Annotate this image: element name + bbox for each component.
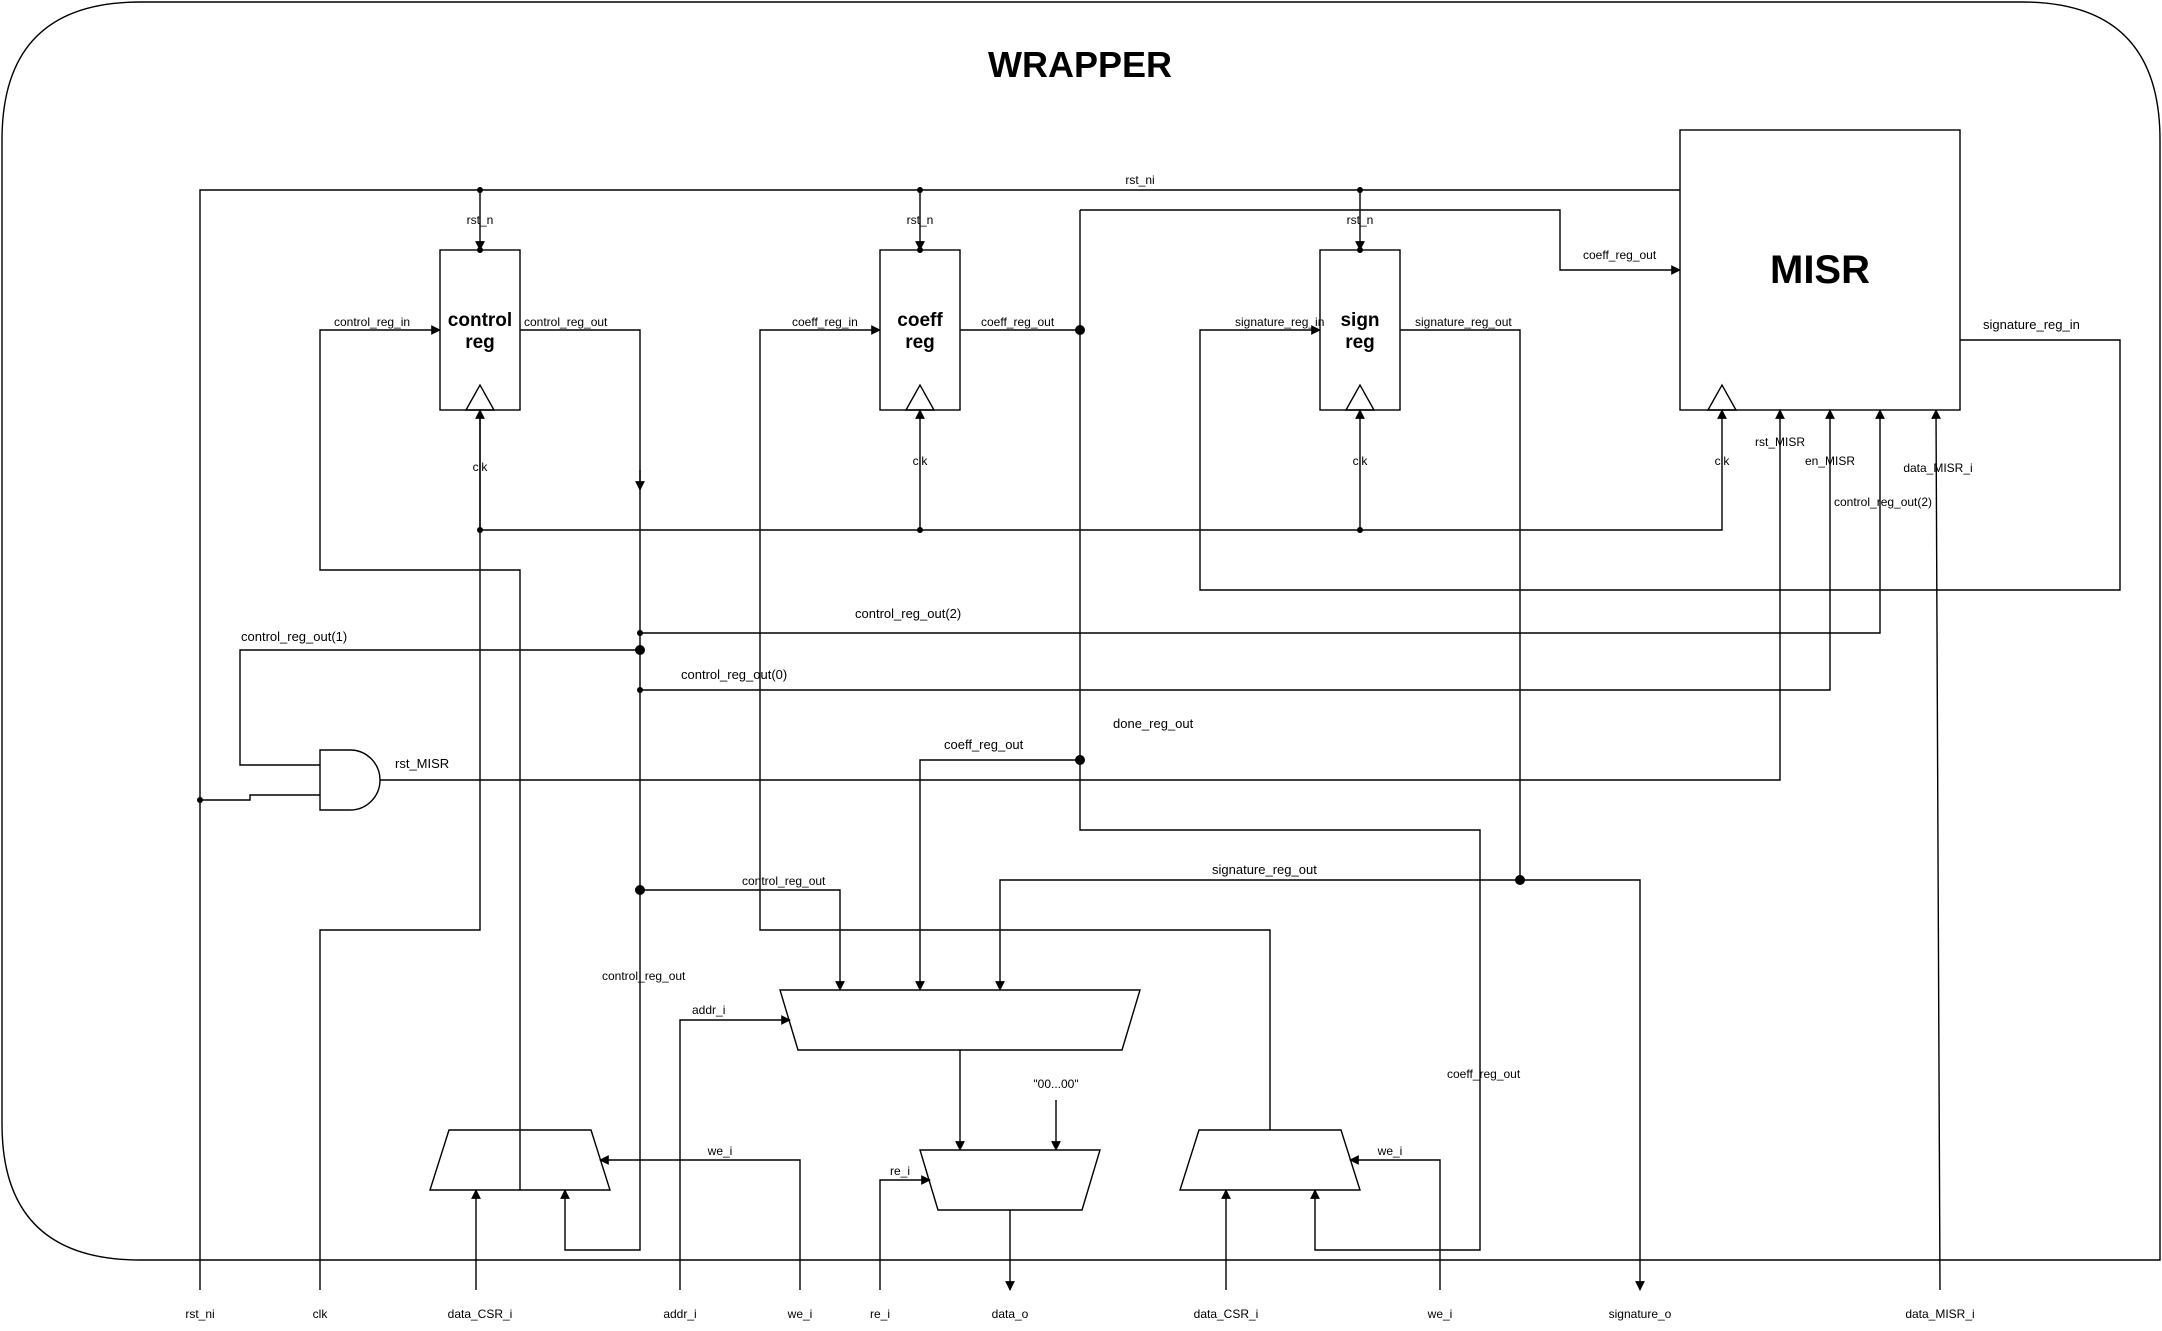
signal-label: addr_i: [692, 1003, 725, 1017]
signal-label: reg: [465, 332, 495, 353]
wrapper-boundary: [1, 1, 2161, 1261]
signal-label: rst_ni: [1125, 173, 1154, 187]
signal-label: coeff_reg_out: [944, 737, 1024, 752]
coeff-reg-block: coeff reg: [879, 249, 961, 411]
signal-label: MISR: [1770, 248, 1870, 292]
signal-label: coeff_reg_in: [792, 315, 858, 329]
port-clk: clk: [313, 1307, 329, 1321]
signal-label: rst_MISR: [1755, 435, 1805, 449]
port-addr-i: addr_i: [663, 1307, 696, 1321]
port-data-misr-i: data_MISR_i: [1905, 1307, 1974, 1321]
port-rst-ni: rst_ni: [185, 1307, 214, 1321]
signal-label: control_reg_out(2): [855, 606, 961, 621]
signal-label: control_reg_out: [524, 315, 608, 329]
read-mux: [779, 989, 1141, 1051]
clk-net: clk clk clk clk: [319, 409, 1731, 1290]
port-signature-o: signature_o: [1609, 1307, 1672, 1321]
signal-label: done_reg_out: [1113, 716, 1194, 731]
misr-inputs-net: rst_MISR rst_MISR en_MISR data_MISR_i: [380, 409, 1973, 1291]
signal-label: "00...00": [1033, 1077, 1078, 1091]
signal-label: en_MISR: [1805, 454, 1855, 468]
signal-label: clk: [1353, 454, 1369, 468]
port-data-csr-i: data_CSR_i: [448, 1307, 513, 1321]
signal-label: control_reg_in: [334, 315, 410, 329]
coeff-reg-net: coeff_reg_in coeff_reg_out coeff_reg_out…: [759, 209, 1681, 1251]
signal-label: clk: [1715, 454, 1731, 468]
signal-label: control_reg_out: [602, 969, 686, 983]
sign-reg-net: signature_reg_in signature_reg_out signa…: [995, 315, 2121, 1291]
signal-label: clk: [473, 460, 489, 474]
signal-label: we_i: [707, 1144, 733, 1158]
signal-label: control_reg_out(0): [681, 667, 787, 682]
signal-label: signature_reg_out: [1212, 862, 1317, 877]
signal-label: coeff_reg_out: [1583, 248, 1657, 262]
rst-ni-net: rst_ni rst_n rst_n rst_n: [197, 173, 1680, 1290]
signal-label: we_i: [1377, 1144, 1403, 1158]
and-gate: [319, 749, 381, 811]
port-data-o: data_o: [992, 1307, 1029, 1321]
signal-label: rst_n: [907, 213, 934, 227]
port-data-csr-i-2: data_CSR_i: [1194, 1307, 1259, 1321]
signal-label: clk: [913, 454, 929, 468]
port-we-i: we_i: [787, 1307, 813, 1321]
io-net: addr_i we_i we_i re_i "00...00": [471, 1003, 1441, 1291]
signal-label: signature_reg_in: [1235, 315, 1324, 329]
signal-label: reg: [905, 332, 935, 353]
signal-label: coeff_reg_out: [1447, 1067, 1521, 1081]
signal-label: control: [448, 310, 512, 331]
output-mux: [919, 1149, 1101, 1211]
port-labels: rst_ni clk data_CSR_i addr_i we_i re_i d…: [185, 1307, 1974, 1321]
control-reg-block: control reg: [439, 249, 521, 411]
signature-write-mux: [1179, 1129, 1361, 1191]
signal-label: signature_reg_out: [1415, 315, 1512, 329]
signal-label: rst_MISR: [395, 756, 449, 771]
signal-label: coeff: [897, 310, 943, 331]
port-re-i: re_i: [870, 1307, 890, 1321]
wrapper-title: WRAPPER: [988, 44, 1172, 85]
sign-reg-block: sign reg: [1319, 249, 1401, 411]
control-reg-net: control_reg_in control_reg_out control_r…: [239, 315, 1932, 1251]
signal-label: sign: [1340, 310, 1379, 331]
signal-label: data_MISR_i: [1903, 461, 1972, 475]
signal-label: signature_reg_in: [1983, 317, 2080, 332]
signal-label: coeff_reg_out: [981, 315, 1055, 329]
signal-label: control_reg_out(2): [1834, 495, 1932, 509]
signal-label: rst_n: [467, 213, 494, 227]
misr-block: MISR: [1679, 129, 1961, 411]
signal-label: reg: [1345, 332, 1375, 353]
signal-label: control_reg_out: [742, 874, 826, 888]
port-we-i-2: we_i: [1427, 1307, 1453, 1321]
signal-label: re_i: [890, 1164, 910, 1178]
signal-label: control_reg_out(1): [241, 629, 347, 644]
signal-label: rst_n: [1347, 213, 1374, 227]
